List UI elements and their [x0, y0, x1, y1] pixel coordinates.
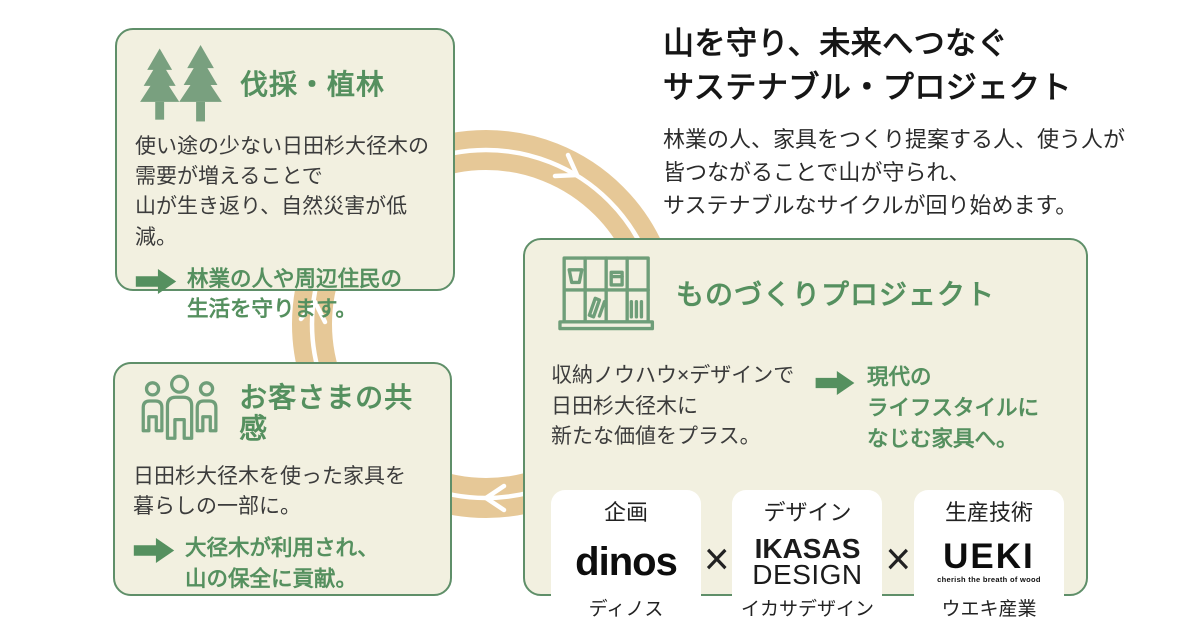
page-description-line: 林業の人、家具をつくり提案する人、使う人が — [663, 127, 1126, 153]
cycle-arrowhead-top — [552, 152, 580, 179]
body-line: 新たな価値をプラス。 — [551, 425, 761, 449]
ikasas-logo-line1: IKASAS — [754, 532, 861, 564]
body-line: 収納ノウハウ×デザインで — [551, 364, 795, 387]
page-description: 林業の人、家具をつくり提案する人、使う人が 皆つながることで山が守られ、 サステ… — [663, 123, 1143, 222]
page-title-line2: サステナブル・プロジェクト — [663, 70, 1072, 106]
partner-card-ueki: 生産技術 UEKI cherish the breath of wood ウエキ… — [913, 490, 1064, 628]
ikasas-design-logo: IKASAS DESIGN — [752, 532, 863, 591]
customer-empathy-title: お客さまの共感 — [239, 382, 414, 444]
felling-planting-body: 使い途の少ない日田杉大径木の 需要が増えることで 山が生き返り、自然災害が低減。 — [135, 132, 435, 253]
felling-planting-box: 伐採・植林 使い途の少ない日田杉大径木の 需要が増えることで 山が生き返り、自然… — [115, 28, 455, 321]
pine-trees-icon — [140, 45, 222, 122]
effect-line: 大径木が利用され、 — [185, 536, 379, 561]
partner-role: デザイン — [763, 500, 852, 526]
effect-line: なじむ家具へ。 — [867, 427, 1018, 452]
cycle-arrowhead-left — [298, 299, 328, 325]
effect-line: 現代の — [867, 364, 932, 389]
partner-role: 企画 — [603, 500, 648, 526]
multiply-separator: × — [703, 533, 730, 586]
body-line: 日田杉大径木を使った家具を — [133, 465, 406, 488]
effect-line: 林業の人や周辺住民の — [187, 266, 403, 291]
page-title: 山を守り、未来へつなぐ サステナブル・プロジェクト — [663, 22, 1143, 110]
customer-empathy-effect-text: 大径木が利用され、 山の保全に貢献。 — [185, 533, 379, 593]
body-line: 暮らしの一部に。 — [133, 495, 301, 519]
page-description-line: 皆つながることで山が守られ、 — [663, 160, 971, 186]
multiply-separator: × — [885, 533, 912, 586]
page-title-line1: 山を守り、未来へつなぐ — [663, 26, 1009, 61]
monozukuri-effect-text: 現代の ライフスタイルに なじむ家具へ。 — [867, 362, 1039, 456]
ueki-logo-word: UEKI — [943, 537, 1035, 577]
partner-name: ウエキ産業 — [941, 599, 1037, 621]
partner-name: イカサデザイン — [740, 599, 874, 621]
ueki-logo: UEKI cherish the breath of wood — [937, 539, 1041, 585]
felling-planting-effect-text: 林業の人や周辺住民の 生活を守ります。 — [187, 264, 402, 324]
monozukuri-columns: 収納ノウハウ×デザインで 日田杉大径木に 新たな価値をプラス。 現代の ライフス… — [551, 340, 1064, 477]
storage-shelf-icon — [558, 256, 655, 331]
right-arrow-icon — [815, 371, 855, 395]
body-line: 使い途の少ない日田杉大径木の — [135, 135, 429, 158]
partner-card-dinos: 企画 dinos ディノス — [551, 490, 701, 628]
page-description-line: サステナブルなサイクルが回り始めます。 — [663, 193, 1078, 219]
monozukuri-title: ものづくりプロジェクト — [676, 278, 996, 310]
partner-role: 生産技術 — [944, 500, 1033, 526]
ikasas-logo-line2: DESIGN — [752, 559, 863, 591]
partners-row: 企画 dinos ディノス × デザイン IKASAS DESIGN イカサデザ… — [551, 490, 1064, 628]
body-line: 需要が増えることで — [135, 165, 323, 189]
felling-planting-effect: 林業の人や周辺住民の 生活を守ります。 — [135, 264, 435, 324]
body-line: 山が生き返り、自然災害が低減。 — [135, 195, 408, 249]
customer-empathy-effect: 大径木が利用され、 山の保全に貢献。 — [133, 533, 432, 593]
cycle-arrowhead-bottom — [483, 483, 507, 513]
monozukuri-body: 収納ノウハウ×デザインで 日田杉大径木に 新たな価値をプラス。 — [551, 361, 809, 453]
customers-icon — [141, 374, 218, 440]
felling-planting-header: 伐採・植林 — [135, 45, 435, 125]
partner-card-ikasas: デザイン IKASAS DESIGN イカサデザイン — [732, 490, 883, 628]
right-arrow-icon — [135, 268, 177, 294]
monozukuri-box: ものづくりプロジェクト 収納ノウハウ×デザインで 日田杉大径木に 新たな価値をプ… — [523, 238, 1088, 628]
effect-line: ライフスタイルに — [867, 395, 1040, 420]
partner-name: ディノス — [588, 599, 664, 621]
ueki-logo-tagline: cherish the breath of wood — [937, 575, 1041, 585]
customer-empathy-body: 日田杉大径木を使った家具を 暮らしの一部に。 — [133, 462, 432, 522]
customer-empathy-box: お客さまの共感 日田杉大径木を使った家具を 暮らしの一部に。 大径木が利用され、… — [113, 362, 452, 596]
effect-line: 生活を守ります。 — [187, 297, 357, 322]
monozukuri-header: ものづくりプロジェクト — [551, 253, 1064, 337]
effect-line: 山の保全に貢献。 — [185, 566, 358, 591]
felling-planting-title: 伐採・植林 — [240, 68, 386, 100]
customer-empathy-header: お客さまの共感 — [133, 373, 432, 455]
headline-block: 山を守り、未来へつなぐ サステナブル・プロジェクト 林業の人、家具をつくり提案す… — [663, 22, 1143, 222]
dinos-logo: dinos — [575, 540, 678, 585]
right-arrow-icon — [133, 538, 175, 564]
body-line: 日田杉大径木に — [551, 394, 698, 418]
